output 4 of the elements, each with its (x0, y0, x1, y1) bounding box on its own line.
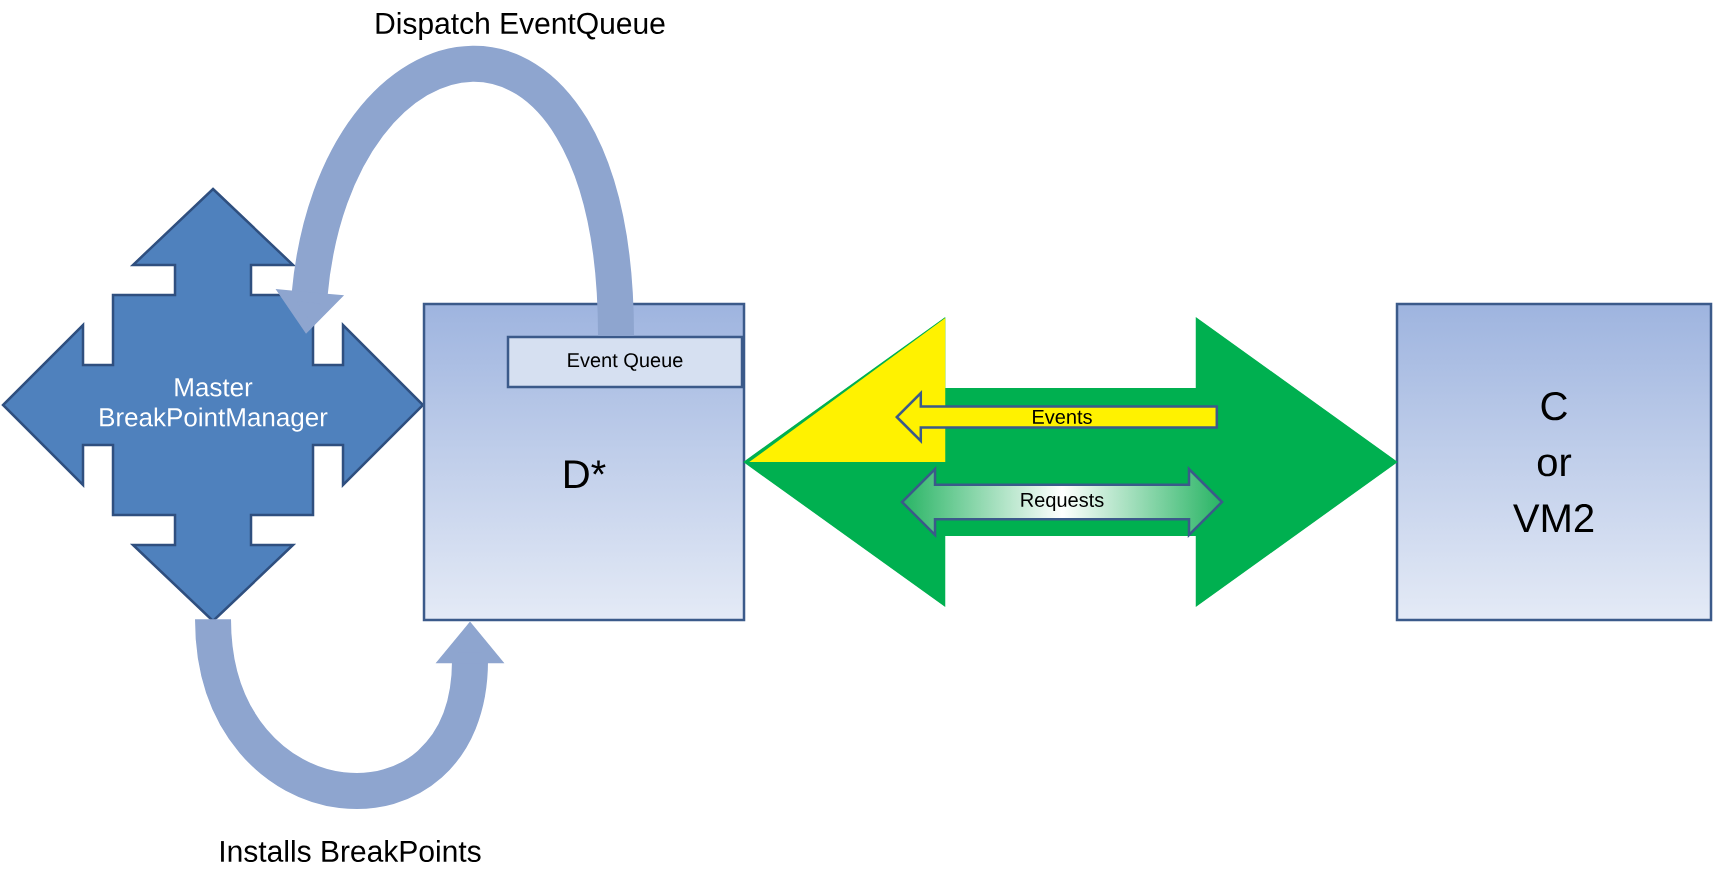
process-box: C or VM2 (1395, 302, 1713, 622)
edge-label: Installs BreakPoints (221, 840, 481, 862)
queue-box: Event Queue (506, 335, 744, 389)
edge-label: Dispatch EventQueue (376, 12, 665, 40)
